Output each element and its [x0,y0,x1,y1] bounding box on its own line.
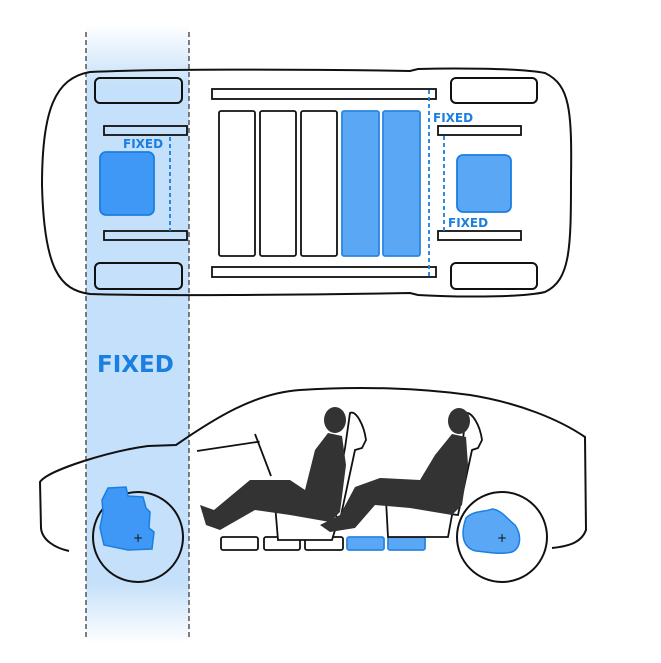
rear-wheel-side [456,491,548,583]
front-wheel-right [94,262,183,290]
rear-passenger-silhouette [320,408,470,532]
car-outline-top [40,67,573,298]
front-motor-top [99,151,155,216]
battery-side-module-5-highlighted [387,536,426,551]
front-wheel-left [94,77,183,104]
front-wheel-center-mark: + [133,531,143,545]
front-wheel-side [92,491,184,583]
battery-module-2 [259,110,297,257]
rear-fixed-bottom-label: FIXED [448,216,488,230]
rear-wheel-left [450,77,538,104]
battery-module-3 [300,110,338,257]
rear-fixed-top-label: FIXED [433,111,473,125]
steering-column [254,433,272,477]
side-rail-top [211,88,437,100]
rear-motor-top [456,154,512,213]
top-view [40,67,573,298]
side-rail-bottom [211,266,437,278]
car-outline-side [38,386,588,552]
front-passenger-silhouette [200,407,346,530]
side-fixed-label: FIXED [97,352,174,378]
front-fixed-label: FIXED [123,137,163,151]
rear-motor-side [462,508,521,555]
rear-wheel-center-mark: + [497,531,507,545]
battery-module-4-highlighted [341,110,380,257]
dashboard-line [196,440,260,452]
front-axle-bar-bottom [103,230,188,241]
front-motor-side [99,486,155,551]
rear-axle-bar-top [437,125,522,136]
side-view [38,386,588,583]
front-axle-bar-top [103,125,188,136]
battery-side-module-4-highlighted [346,536,385,551]
battery-module-1 [218,110,256,257]
rear-axle-bar-bottom [437,230,522,241]
rear-wheel-right [450,262,538,290]
fixed-zone-band [86,24,189,644]
battery-module-5-highlighted [382,110,421,257]
battery-side-module-1 [220,536,259,551]
